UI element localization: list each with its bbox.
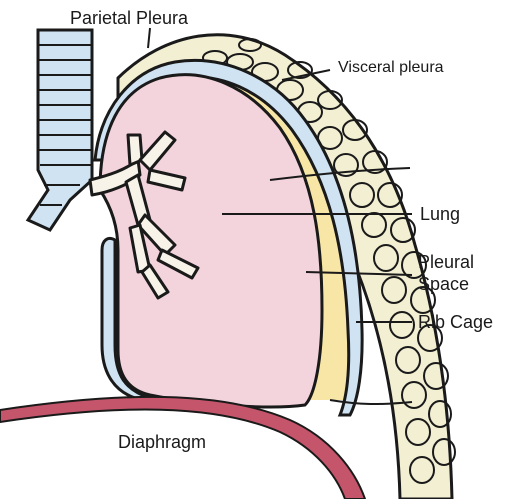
label-lung: Lung bbox=[420, 204, 460, 224]
trachea bbox=[28, 30, 92, 230]
label-visceral-pleura: Visceral pleura bbox=[338, 58, 444, 78]
label-pleural-space-line1: Pleural bbox=[418, 252, 474, 272]
label-rib-cage: Rib Cage bbox=[418, 312, 493, 332]
leader-parietal-pleura bbox=[148, 28, 150, 48]
label-parietal-pleura: Parietal Pleura bbox=[70, 8, 188, 28]
label-diaphragm: Diaphragm bbox=[118, 432, 206, 452]
label-pleural-space-line2: Space bbox=[418, 274, 469, 294]
